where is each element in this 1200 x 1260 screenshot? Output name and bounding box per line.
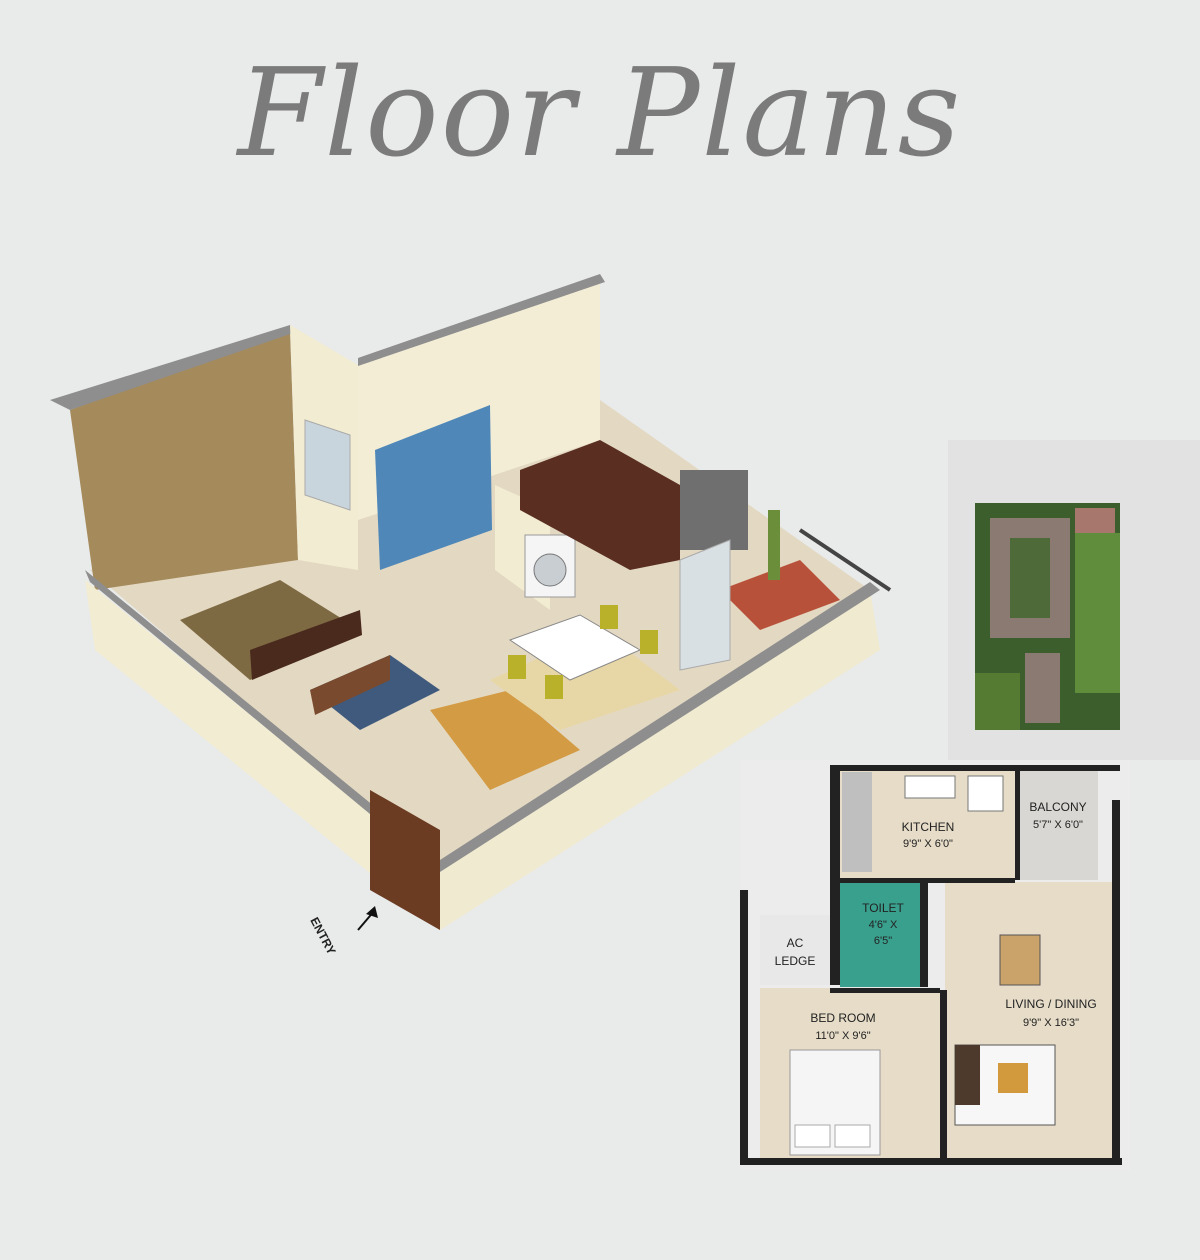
sofa <box>310 655 440 730</box>
bedroom-label: BED ROOM <box>810 1011 875 1025</box>
kitchen-counter <box>520 440 680 570</box>
site-map-image <box>975 503 1120 730</box>
pillow <box>794 1124 831 1148</box>
front-right-wall <box>440 590 880 930</box>
dining-chair <box>545 675 563 699</box>
toilet-size-line2: 6'5" <box>874 935 892 947</box>
fridge <box>680 470 748 550</box>
balcony-floor-2d <box>1018 770 1098 880</box>
toilet-label: TOILET <box>862 901 904 915</box>
dining-chair <box>640 630 658 654</box>
balcony-glass-door <box>679 539 731 671</box>
left-wall-top <box>50 325 296 410</box>
coffee-table <box>998 1063 1028 1093</box>
ac-ledge-label-line2: LEDGE <box>775 954 816 968</box>
ac-ledge-label-line1: AC <box>787 936 804 950</box>
living-label: LIVING / DINING <box>1005 997 1096 1011</box>
entry-arrowhead <box>366 906 378 918</box>
bathroom-tiles <box>375 405 492 570</box>
bed <box>180 580 360 680</box>
kitchen-counter-2d <box>842 772 872 872</box>
floor-plan-2d: KITCHEN 9'9" X 6'0" BALCONY 5'7" X 6'0" … <box>740 760 1130 1170</box>
pillow <box>834 1124 871 1148</box>
ac-ledge-floor <box>760 915 835 985</box>
toilet-floor <box>840 882 920 987</box>
tall-wall-top <box>358 274 605 366</box>
bed-headboard <box>250 610 362 680</box>
balcony-railing <box>798 528 892 592</box>
living-rug <box>430 690 580 790</box>
fridge-2d <box>967 775 1004 812</box>
window <box>304 419 351 511</box>
dining-rug <box>490 630 680 730</box>
living-size: 9'9" X 16'3" <box>1023 1017 1079 1029</box>
front-left-wall <box>85 580 440 930</box>
balcony-size: 5'7" X 6'0" <box>1033 819 1083 831</box>
kitchen-size: 9'9" X 6'0" <box>903 838 953 850</box>
bedroom-size: 11'0" X 9'6" <box>815 1030 870 1042</box>
page-title: Floor Plans <box>237 42 963 184</box>
toilet-size-line1: 4'6" X <box>869 919 898 931</box>
balcony-label: BALCONY <box>1029 800 1086 814</box>
armchair <box>955 1045 980 1105</box>
dining-chair <box>508 655 526 679</box>
isometric-floor-plan-render: ENTRY <box>50 274 892 957</box>
plant <box>768 510 780 580</box>
balcony-floor <box>720 560 840 630</box>
dining-chair <box>600 605 618 629</box>
entry-label: ENTRY <box>307 915 338 957</box>
dining-table-2d <box>999 934 1041 986</box>
kitchen-sink <box>904 775 956 799</box>
kitchen-label: KITCHEN <box>902 820 955 834</box>
washing-machine-door <box>533 553 567 587</box>
wallpaper-wall <box>70 330 298 590</box>
sofa-back <box>310 655 390 715</box>
entry-door <box>370 790 440 930</box>
